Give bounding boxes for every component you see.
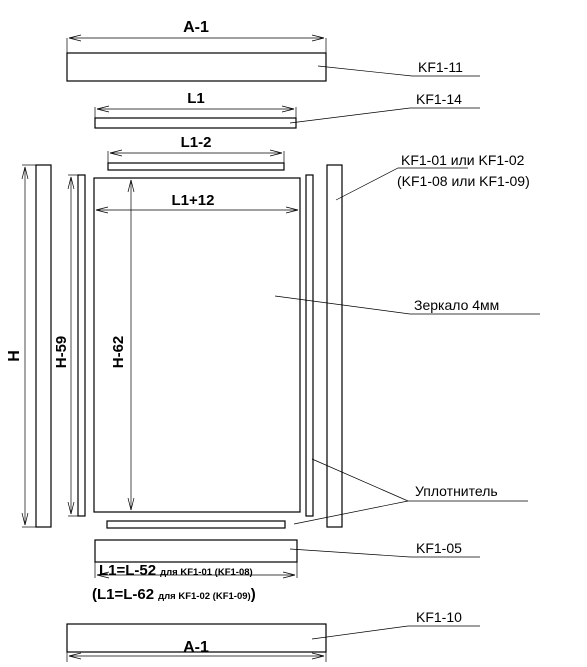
leader-seal-b [293, 500, 409, 525]
leader-kf1-10 [311, 625, 480, 640]
dim-top-width-label: A-1 [183, 19, 209, 36]
label-profile-line1: KF1-01 или KF1-02 [401, 152, 525, 168]
label-kf1-11: KF1-11 [418, 59, 463, 75]
formula-line-1: L1=L-52 для KF1-01 (KF1-08) [99, 562, 253, 579]
dim-height [21, 164, 36, 528]
leader-kf1-11 [317, 65, 480, 77]
bottom-profile-kf1-05 [94, 539, 298, 563]
bottom-profile-kf1-10 [66, 623, 327, 653]
leader-profiles [335, 167, 468, 201]
bottom-seal-strip [106, 520, 286, 529]
dim-bottom-width [66, 652, 327, 662]
mirror-panel [93, 177, 301, 513]
right-inner-profile [305, 174, 314, 517]
dim-h-minus-62-label: H-62 [110, 336, 127, 369]
formula-line-2-close: ) [251, 586, 256, 603]
label-mirror: Зеркало 4мм [414, 297, 499, 313]
label-kf1-14: KF1-14 [416, 91, 462, 107]
dim-h-minus-59 [67, 174, 78, 517]
left-inner-profile [77, 174, 86, 517]
dim-l1-minus-2-label: L1-2 [181, 134, 212, 151]
dim-top-width [66, 34, 327, 53]
leader-kf1-14 [289, 107, 480, 124]
formula-line-1-note: для KF1-01 (KF1-08) [160, 567, 253, 578]
right-vertical-profile [326, 164, 343, 528]
dim-bottom-width-label: A-1 [183, 639, 209, 656]
dim-l1-minus-2 [107, 149, 285, 163]
leader-kf1-05 [289, 548, 480, 558]
label-seal: Уплотнитель [415, 483, 498, 499]
leader-mirror [274, 295, 540, 315]
dim-h-minus-59-label: H-59 [53, 336, 70, 369]
dim-l1 [94, 105, 297, 118]
dim-l1-plus-12-label: L1+12 [172, 192, 215, 209]
dim-l1-label: L1 [187, 90, 205, 107]
label-profile-line2: (KF1-08 или KF1-09) [397, 173, 530, 189]
profile-kf1-14 [94, 117, 297, 129]
dim-l1-plus-12 [95, 206, 299, 214]
dim-h-minus-62 [127, 179, 135, 511]
left-vertical-profile [35, 164, 52, 528]
dim-kf1-05-width [94, 562, 298, 579]
formula-line-1-main: L1=L-52 [99, 562, 156, 579]
inner-top-profile [107, 162, 285, 171]
formula-line-2-open: (L1=L-62 [92, 586, 154, 603]
label-kf1-05: KF1-05 [416, 540, 462, 556]
formula-line-2: (L1=L-62 для KF1-02 (KF1-09)) [92, 586, 256, 603]
label-kf1-10: KF1-10 [416, 609, 462, 625]
top-profile-kf1-11 [66, 52, 327, 82]
dim-height-label: H [6, 350, 23, 362]
formula-line-2-note: для KF1-02 (KF1-09) [158, 591, 251, 602]
